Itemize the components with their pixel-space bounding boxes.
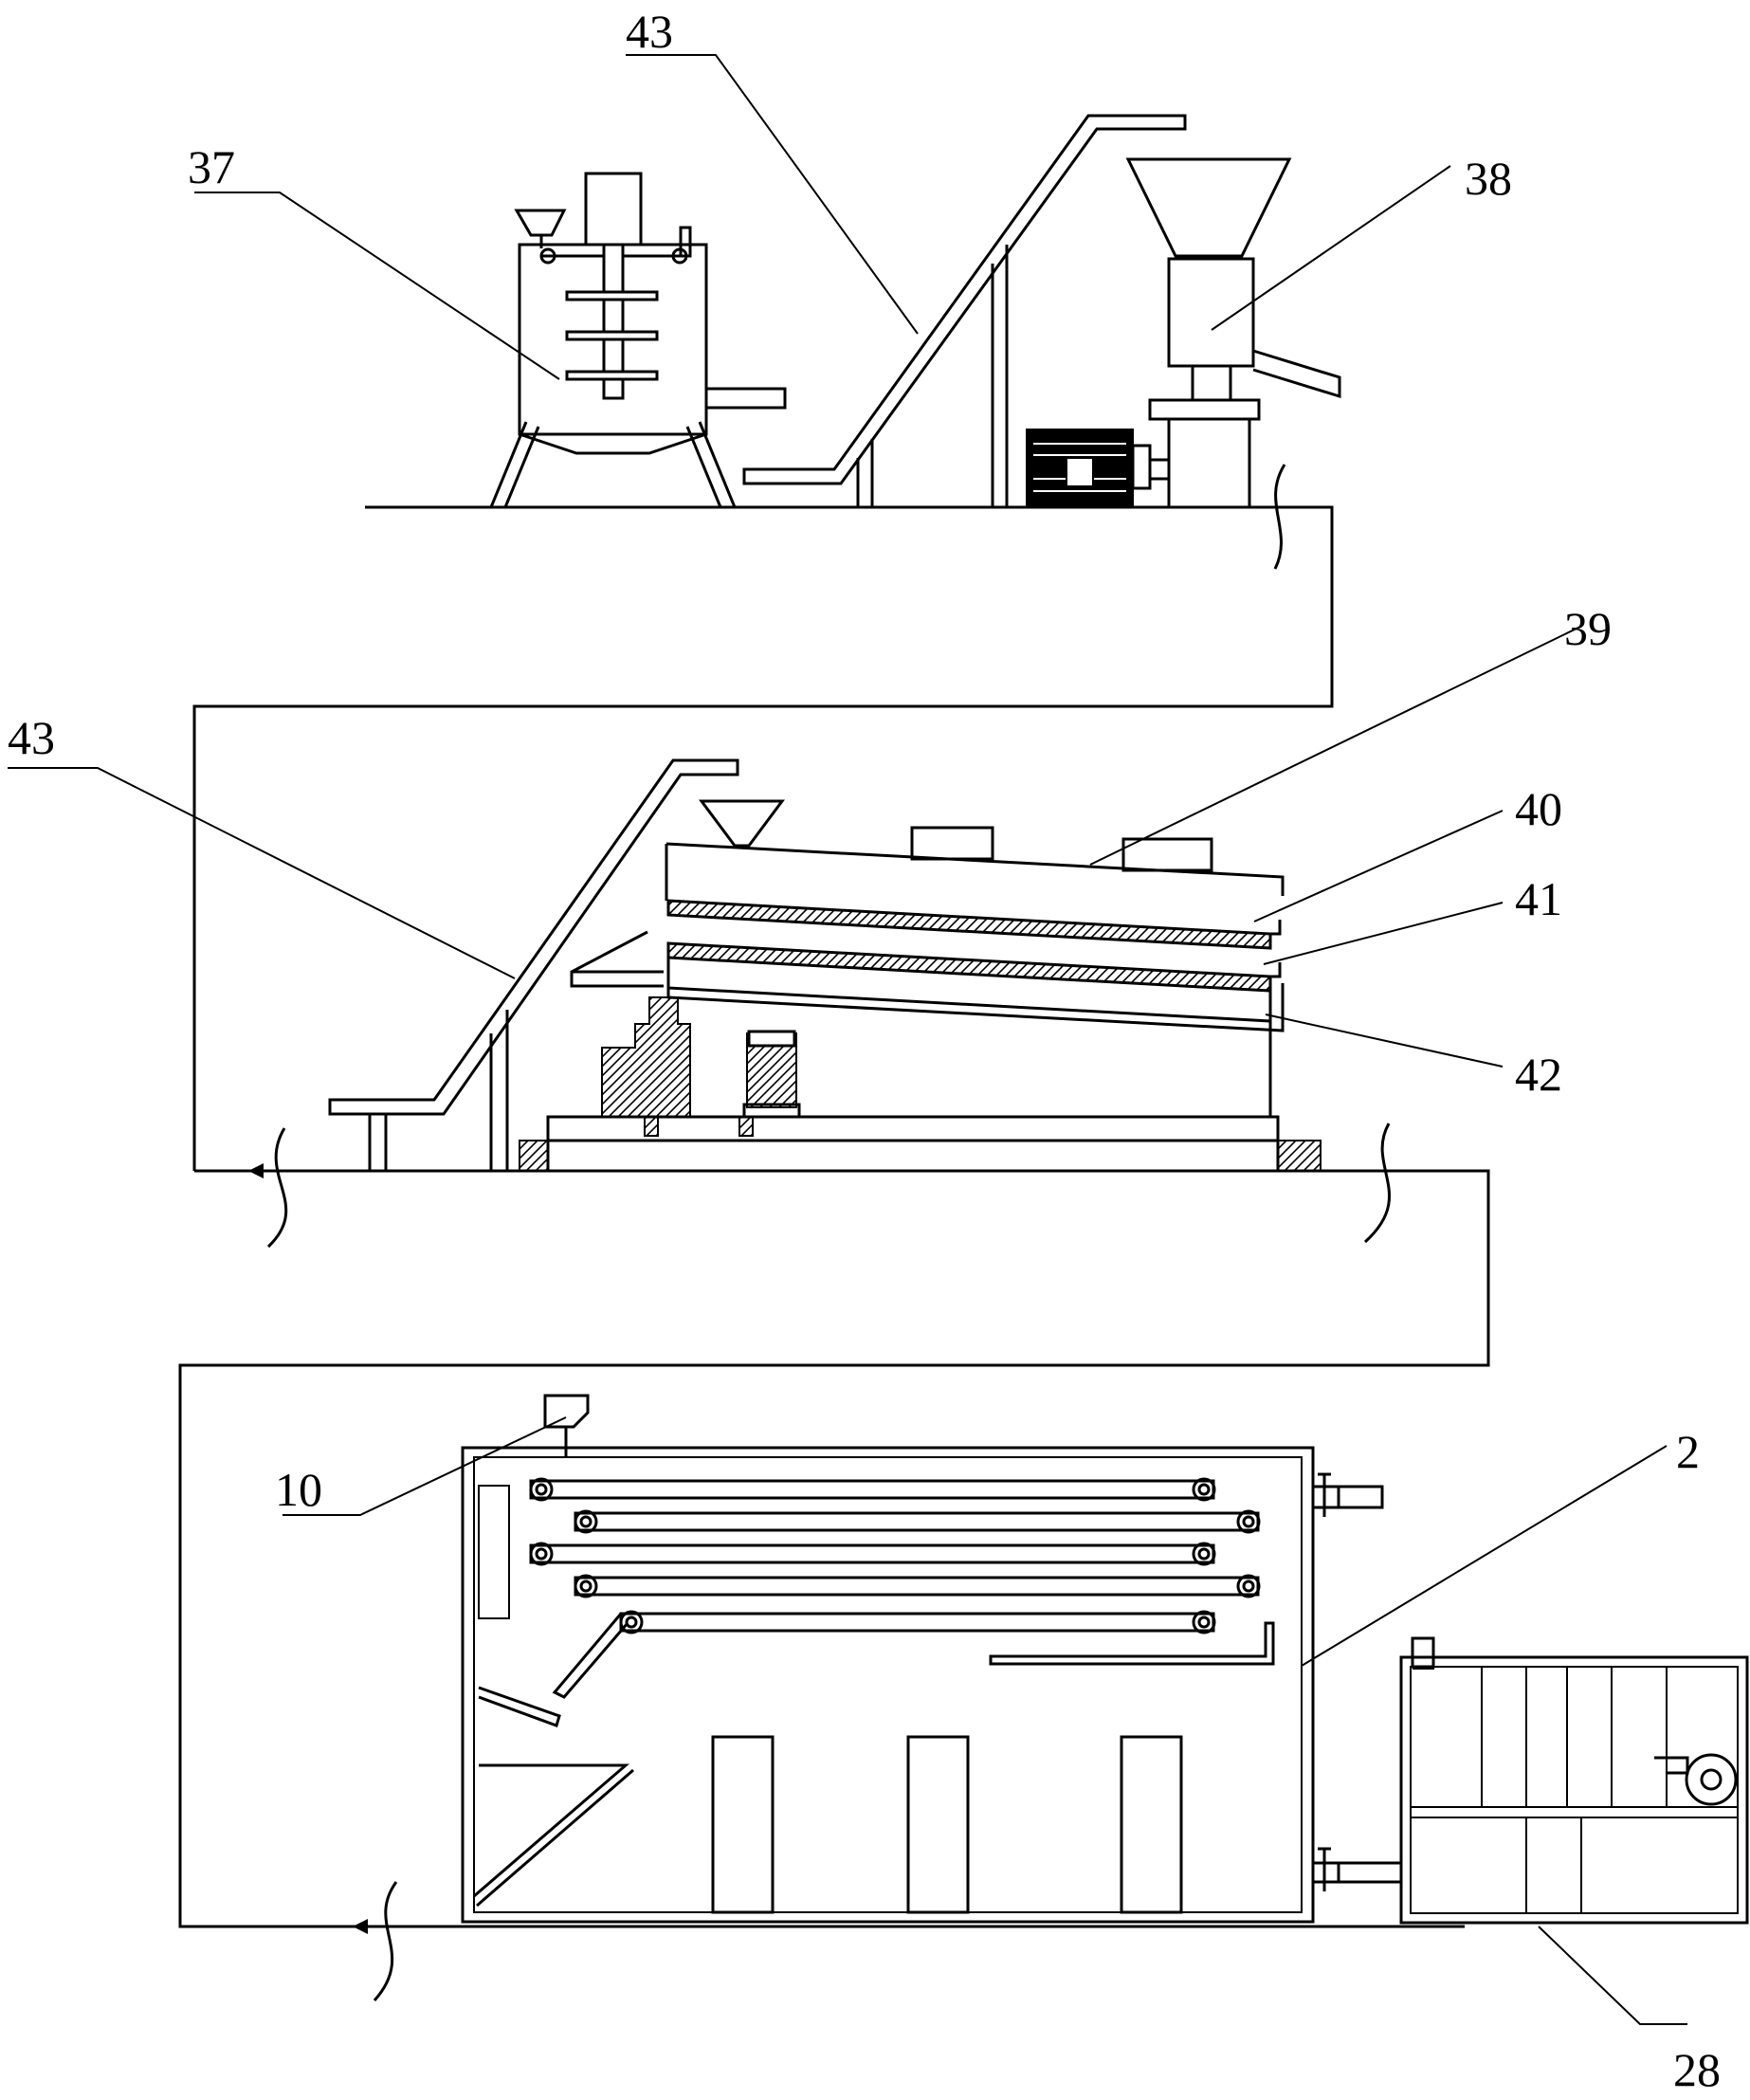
label-39: 39 [1564, 602, 1612, 655]
label-38: 38 [1465, 152, 1512, 205]
break-line [373, 1881, 398, 2002]
vibrating-screen [519, 799, 1322, 1173]
dryer-chamber [461, 1394, 1403, 1924]
break-line [1363, 1123, 1391, 1244]
label-10: 10 [275, 1463, 322, 1516]
mixer-tank [489, 172, 787, 508]
leader-lines [8, 54, 1687, 2025]
break-line [266, 1127, 288, 1249]
label-41: 41 [1515, 872, 1562, 925]
label-42: 42 [1515, 1048, 1562, 1101]
label-2: 2 [1676, 1425, 1700, 1478]
inclined-conveyor-top [742, 114, 1187, 507]
label-37: 37 [188, 140, 235, 193]
label-43-top: 43 [626, 5, 673, 58]
label-28: 28 [1673, 2043, 1721, 2096]
top-floor [192, 464, 1334, 1171]
break-line [1273, 464, 1286, 570]
label-40: 40 [1515, 782, 1562, 835]
bottom-floor [353, 1881, 1465, 2002]
hot-air-unit [1399, 1636, 1749, 1925]
label-43-middle: 43 [8, 711, 55, 764]
reference-labels: 37 43 38 39 43 40 41 42 10 2 28 [8, 5, 1721, 2096]
inclined-conveyor-middle [328, 758, 739, 1171]
grinder-machine [1026, 157, 1341, 509]
